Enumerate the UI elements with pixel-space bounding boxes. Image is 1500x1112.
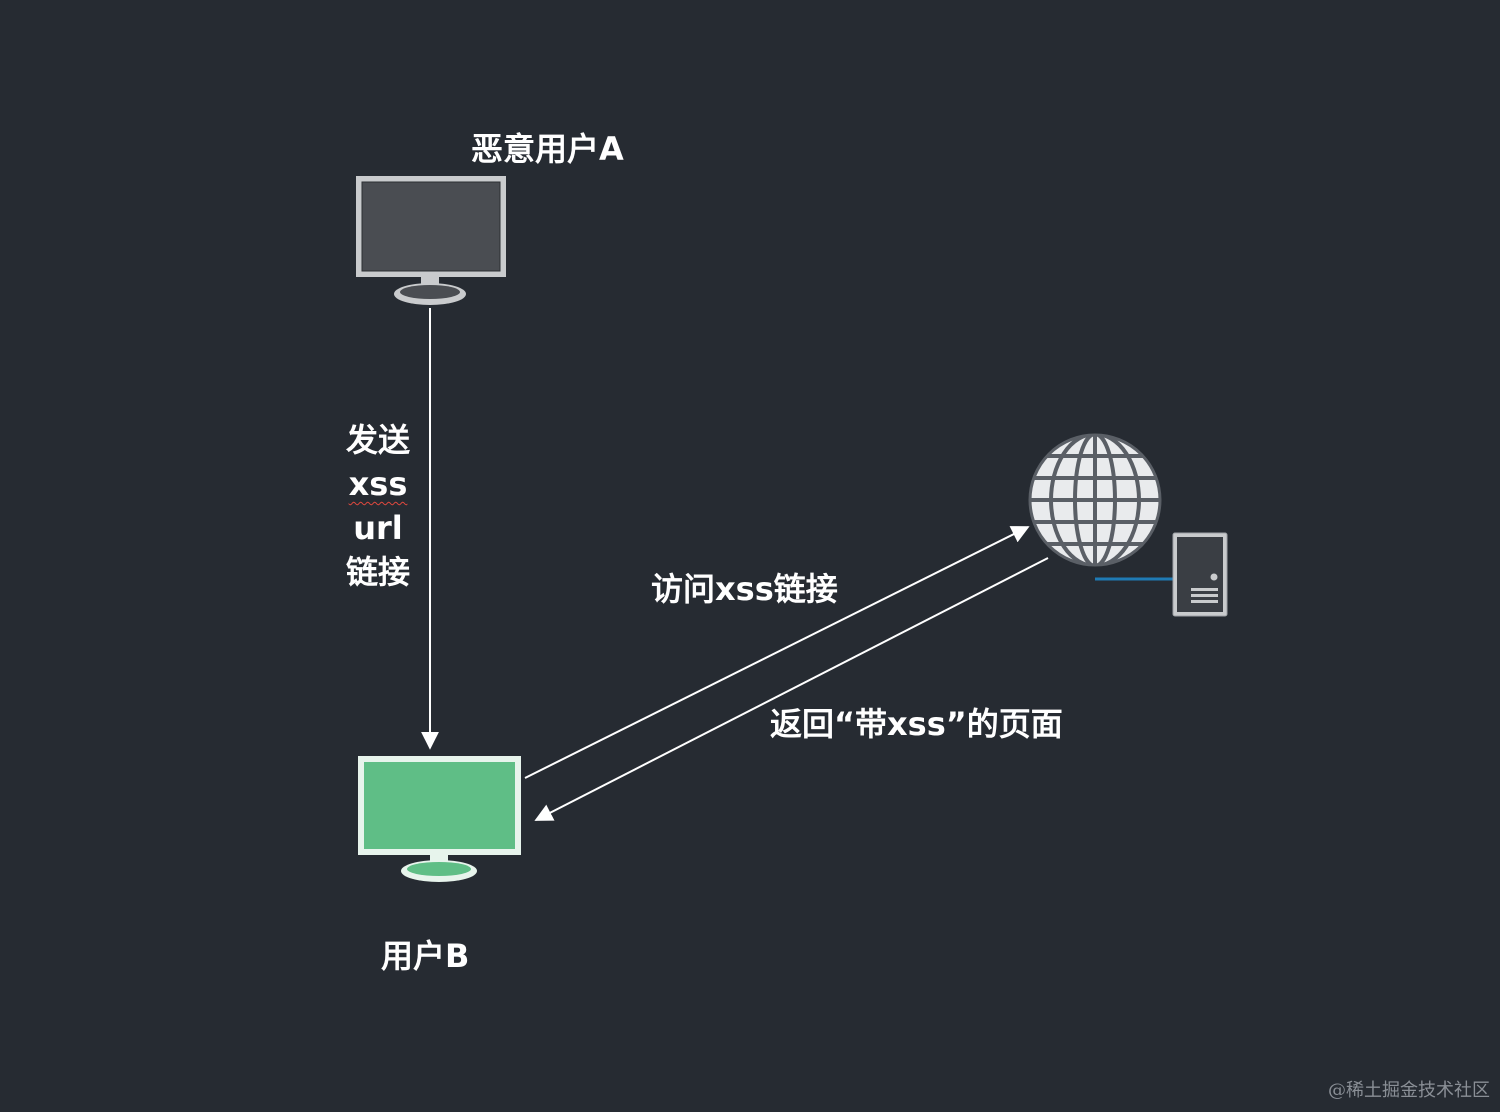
send-label-line-2: xss: [318, 468, 438, 512]
attacker-label: 恶意用户A: [471, 130, 624, 168]
victim-label: 用户B: [381, 937, 470, 975]
send-label-xss-text: xss: [348, 465, 408, 503]
victim-computer-icon: [358, 756, 521, 882]
visit-link-label: 访问xss链接: [651, 570, 838, 608]
server-icon: [1095, 532, 1228, 617]
send-label-line-4: 链接: [345, 553, 410, 591]
send-link-label: 发送 xss url 链接: [318, 424, 438, 600]
send-label-line-3: url: [353, 509, 403, 547]
visit-arrow: [524, 526, 1030, 779]
return-page-label: 返回“带xss”的页面: [770, 705, 1063, 743]
watermark: @稀土掘金技术社区: [1328, 1080, 1490, 1101]
return-arrow: [534, 557, 1049, 821]
globe-icon: [1028, 433, 1162, 567]
attacker-computer-icon: [356, 176, 506, 305]
send-label-line-1: 发送: [345, 421, 410, 459]
